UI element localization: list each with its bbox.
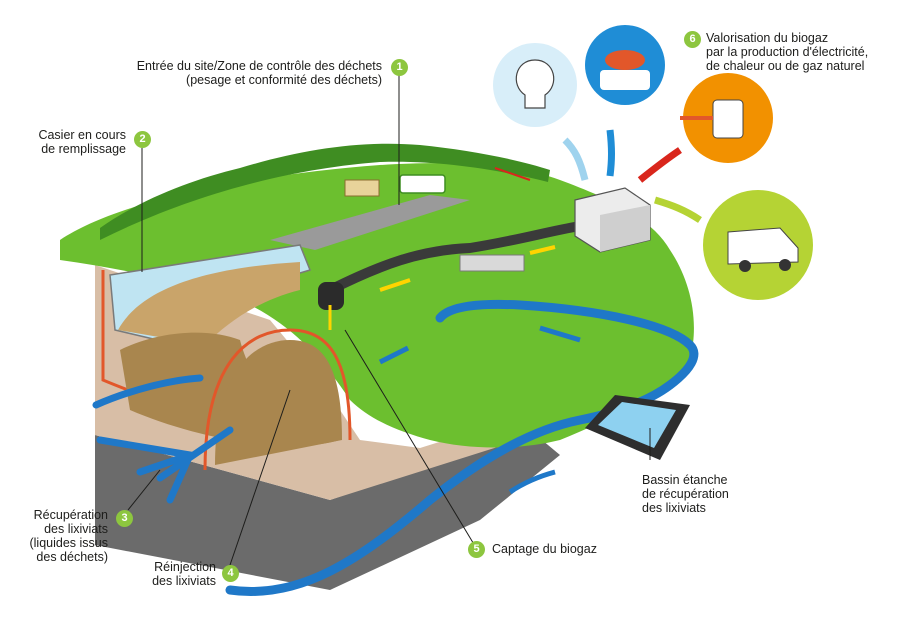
badge-6: 6 [684, 31, 701, 48]
leader-line-3 [127, 469, 161, 511]
label-biogas-valorisation: Valorisation du biogaz par la production… [706, 31, 868, 73]
gas-flow-arrow [379, 278, 411, 292]
label-line: Réinjection [154, 560, 216, 574]
leachate-flow-arrow [539, 325, 581, 343]
label-line: des lixiviats [642, 501, 706, 515]
label-filling-cell: Casier en cours de remplissage [30, 128, 126, 156]
leachate-return-arrow [508, 469, 556, 495]
label-leachate-basin: Bassin étanche de récupération des lixiv… [642, 473, 729, 515]
label-line: Entrée du site/Zone de contrôle des déch… [136, 59, 382, 73]
gas-vehicle-icon [739, 260, 751, 272]
label-line: Bassin étanche [642, 473, 728, 487]
arrow-to-electricity [562, 137, 589, 181]
label-site-entrance: Entrée du site/Zone de contrôle des déch… [118, 59, 382, 87]
label-line: de chaleur ou de gaz naturel [706, 59, 865, 73]
treatment-building-side [600, 205, 650, 252]
leachate-basin-water [598, 402, 676, 448]
arch-cell-fill [215, 340, 342, 465]
biogas-pipe [325, 221, 585, 295]
badge-3: 3 [116, 510, 133, 527]
gas-flow-arrow [529, 245, 556, 255]
waste-truck [399, 174, 446, 194]
leader-line-5 [344, 329, 476, 547]
biogas-wellhead [318, 282, 344, 310]
label-biogas-capture: Captage du biogaz [492, 542, 597, 556]
light-bulb-icon [515, 59, 555, 109]
waste-heap [118, 262, 300, 345]
leachate-flow-arrow [378, 345, 410, 365]
label-line: des lixiviats [44, 522, 108, 536]
label-line: Récupération [33, 508, 108, 522]
badge-1: 1 [391, 59, 408, 76]
gas-stove-icon [600, 70, 650, 90]
gas-stove-icon [605, 50, 645, 70]
label-leachate-reinjection: Réinjection des lixiviats [136, 560, 216, 588]
label-line: de récupération [642, 487, 729, 501]
radiator-icon [712, 99, 744, 139]
gas-vehicle-icon [727, 227, 799, 265]
label-line: Casier en cours [38, 128, 126, 142]
badge-5: 5 [468, 541, 485, 558]
label-line: des lixiviats [152, 574, 216, 588]
badge-2: 2 [134, 131, 151, 148]
badge-4: 4 [222, 565, 239, 582]
entrance-hut [344, 179, 380, 197]
label-line: (liquides issus [29, 536, 108, 550]
gas-vehicle-icon [779, 259, 791, 271]
label-leachate-collection: Récupération des lixiviats (liquides iss… [12, 508, 108, 564]
arrow-to-cooking [606, 129, 615, 177]
leachate-collection-pipes [92, 374, 234, 504]
arrow-to-vehicle [654, 196, 702, 223]
bedrock-layer [95, 430, 560, 590]
access-road [270, 195, 470, 250]
arrow-to-heat [637, 147, 682, 183]
leachate-main-pipe [225, 299, 699, 596]
weighbridge-barrier [494, 167, 531, 181]
label-line: de remplissage [41, 142, 126, 156]
label-line: des déchets) [36, 550, 108, 564]
leader-line-4 [229, 389, 291, 566]
arch-cell-liner [203, 328, 352, 471]
label-line: Captage du biogaz [492, 542, 597, 556]
hedge-line [100, 143, 550, 240]
label-line: Valorisation du biogaz [706, 31, 829, 45]
label-line: (pesage et conformité des déchets) [186, 73, 382, 87]
biogas-valve-station [459, 254, 525, 272]
label-line: par la production d'électricité, [706, 45, 869, 59]
